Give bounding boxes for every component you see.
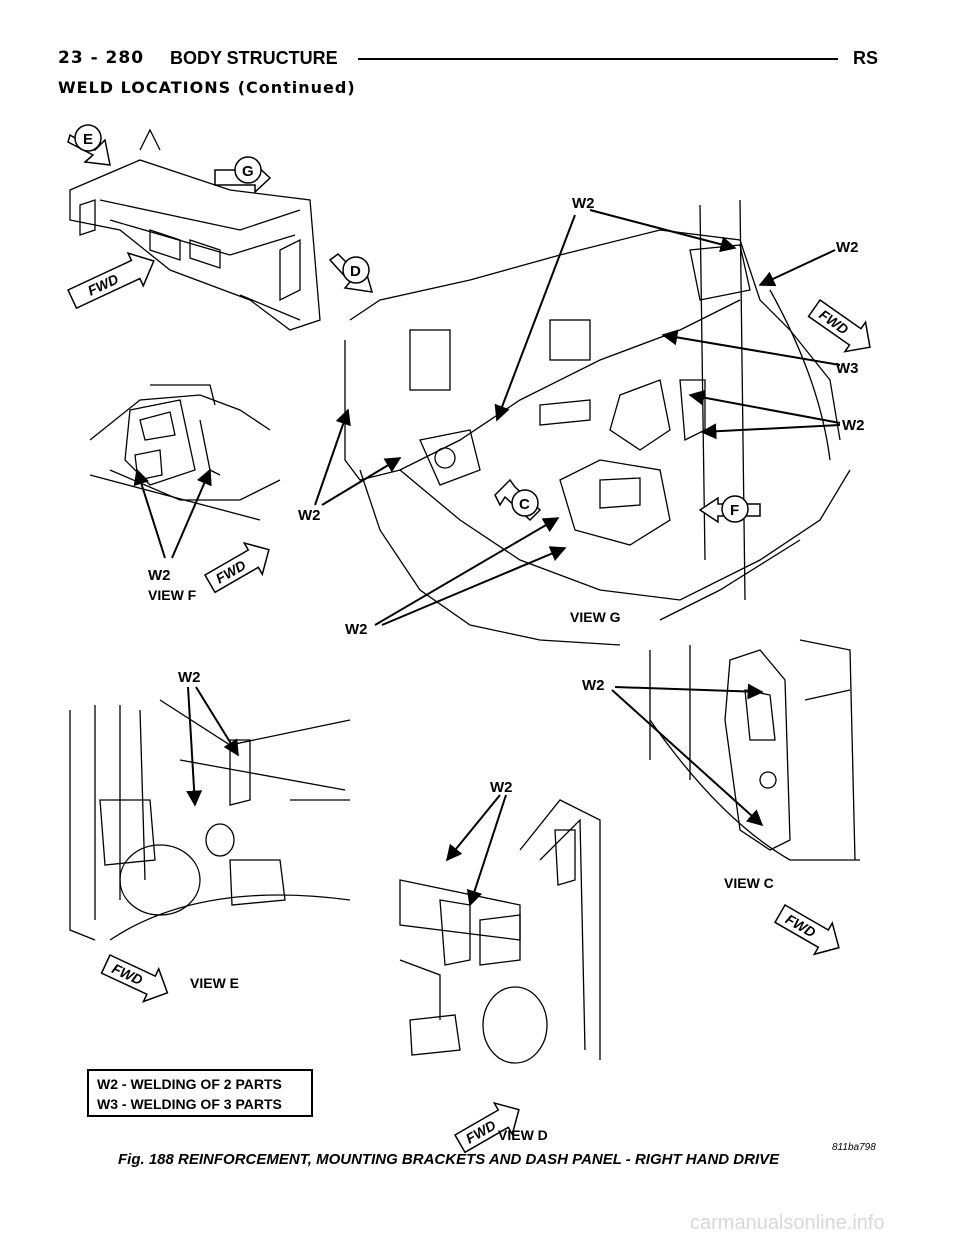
figure-caption: Fig. 188 REINFORCEMENT, MOUNTING BRACKET…: [118, 1151, 780, 1168]
callout-w2: W2: [490, 779, 513, 796]
watermark: carmanualsonline.info: [690, 1212, 885, 1234]
view-c-label: VIEW C: [724, 875, 774, 891]
view-g-drawing: [344, 199, 851, 646]
view-c-drawing: [649, 639, 860, 861]
svg-text:D: D: [350, 263, 361, 280]
view-e-label: VIEW E: [190, 975, 239, 991]
svg-text:E: E: [83, 131, 93, 148]
callout-w2: W2: [298, 507, 321, 524]
overview-drawing: [69, 128, 321, 331]
view-g-label: VIEW G: [570, 609, 621, 625]
fwd-arrow: FWD: [203, 541, 270, 594]
callout-w2: W2: [842, 417, 865, 434]
fwd-arrow: FWD: [807, 298, 871, 353]
view-d-drawing: [399, 799, 601, 1064]
leader-lines: [133, 209, 841, 907]
page-header: 23 - 280 BODY STRUCTURE RS: [58, 48, 878, 72]
weld-legend: W2 - WELDING OF 2 PARTS W3 - WELDING OF …: [87, 1069, 313, 1117]
legend-w3: W3 - WELDING OF 3 PARTS: [97, 1096, 282, 1112]
svg-text:C: C: [519, 496, 530, 513]
view-arrow-f: F: [698, 495, 761, 524]
view-d-label: VIEW D: [498, 1127, 548, 1143]
subheading: WELD LOCATIONS (Continued): [58, 78, 356, 97]
model-code: RS: [852, 48, 878, 68]
view-arrow-c: C: [494, 478, 542, 522]
view-e-drawing: [69, 699, 351, 941]
view-f-label: VIEW F: [148, 587, 197, 603]
fwd-arrow: FWD: [67, 251, 155, 310]
figure-id: 811ba798: [832, 1142, 876, 1153]
view-arrow-g: G: [214, 156, 272, 194]
legend-w2: W2 - WELDING OF 2 PARTS: [97, 1076, 282, 1092]
callout-w2: W2: [572, 195, 595, 212]
callout-w3: W3: [836, 360, 859, 377]
callout-w2: W2: [178, 669, 201, 686]
callout-w2: W2: [582, 677, 605, 694]
view-arrow-d: D: [328, 253, 374, 293]
svg-text:F: F: [730, 502, 739, 519]
page-number: 23 - 280: [58, 48, 145, 68]
svg-text:G: G: [242, 163, 254, 180]
section-title: BODY STRUCTURE: [170, 48, 338, 68]
view-f-drawing: [89, 384, 281, 521]
fwd-arrow: FWD: [773, 903, 840, 956]
fwd-arrow: FWD: [100, 954, 169, 1003]
callout-w2: W2: [345, 621, 368, 638]
header-rule: [358, 58, 838, 60]
callout-w2: W2: [148, 567, 171, 584]
callout-w2: W2: [836, 239, 859, 256]
view-arrow-e: E: [67, 124, 111, 166]
